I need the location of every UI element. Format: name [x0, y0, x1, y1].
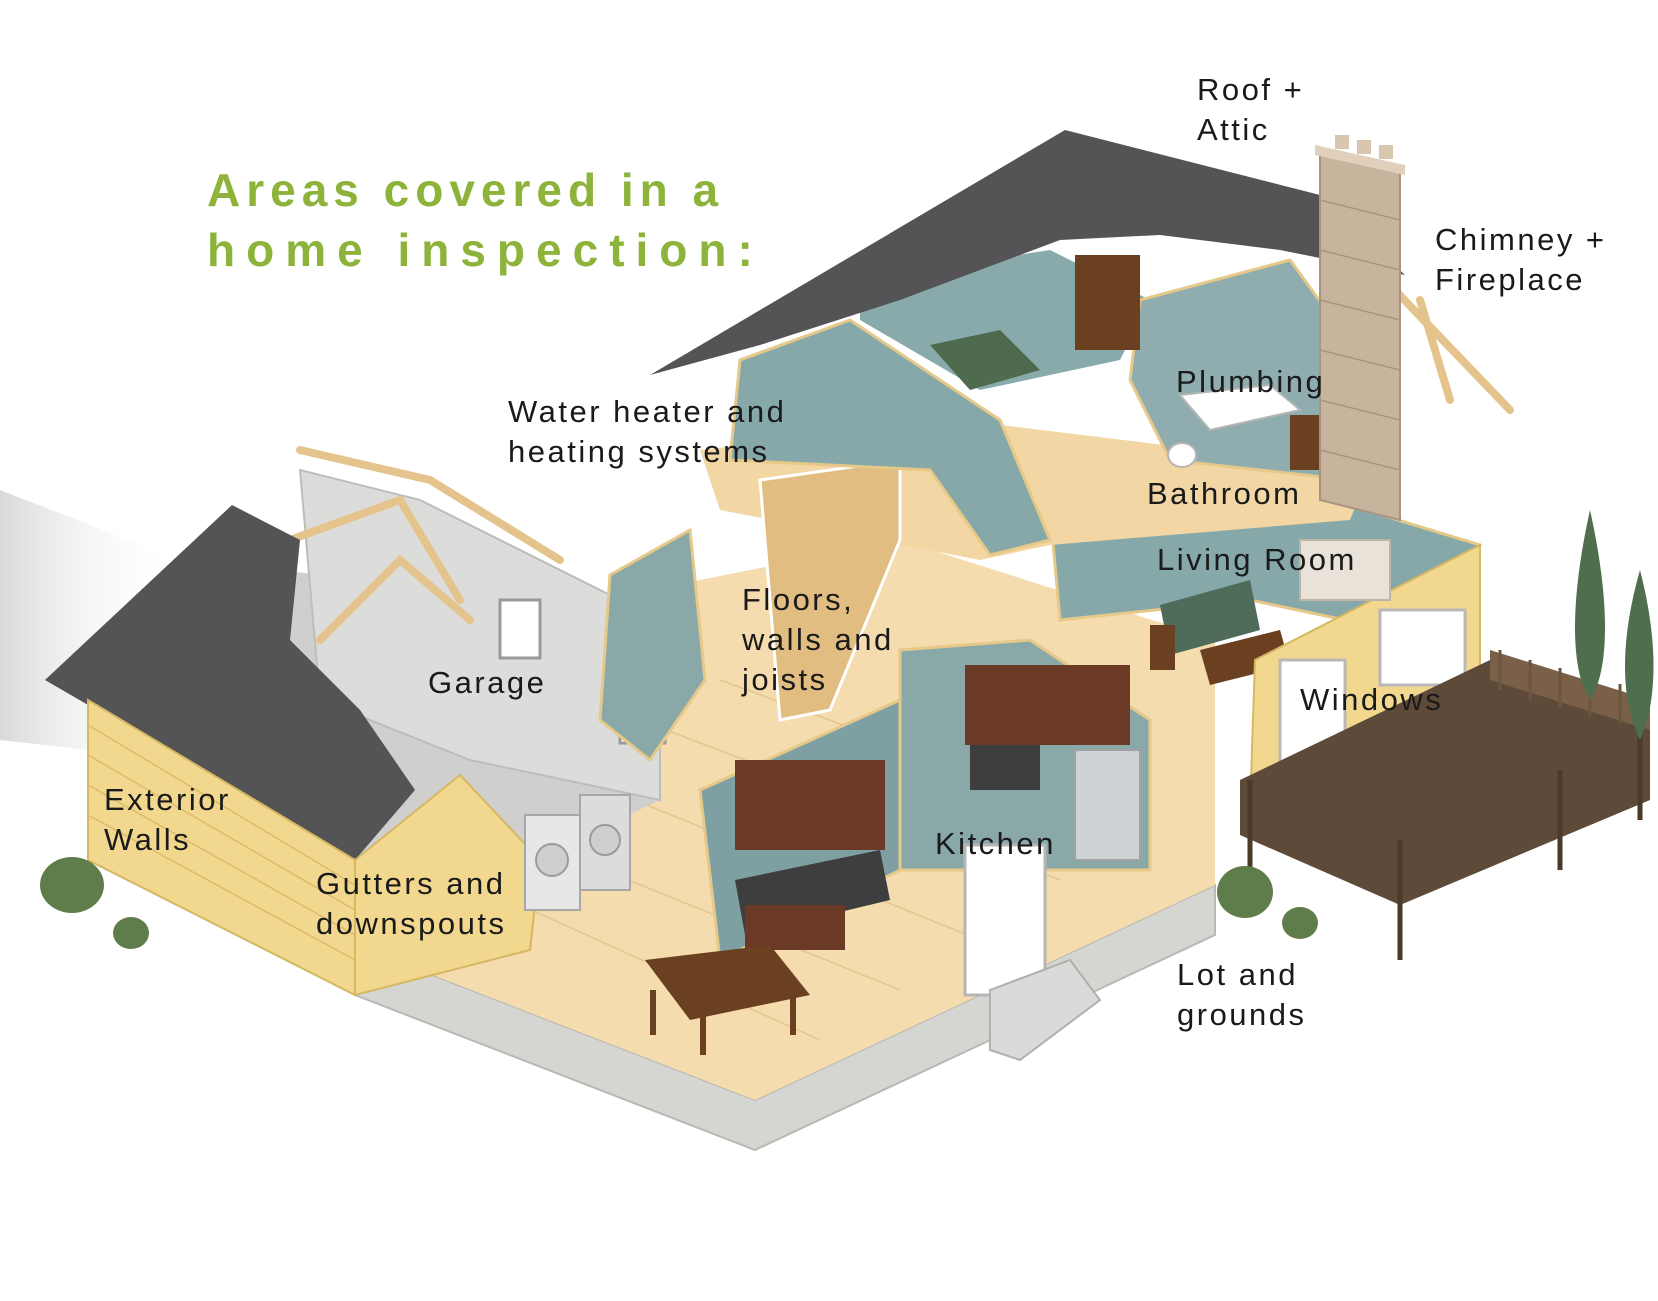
dresser — [1075, 255, 1140, 350]
label-roof-attic: Roof + Attic — [1197, 72, 1305, 147]
dining-table — [645, 945, 810, 1055]
title-line-1: Areas covered in a — [207, 164, 725, 216]
label-gutters-downspouts: Gutters and downspouts — [316, 866, 507, 941]
tree-1 — [1575, 510, 1605, 700]
chimney — [1315, 135, 1405, 522]
label-exterior-walls: Exterior Walls — [104, 782, 231, 857]
bed — [930, 330, 1040, 390]
sofa — [1150, 580, 1260, 670]
deck — [1240, 650, 1650, 960]
shrub-2 — [113, 917, 149, 949]
label-lot-grounds: Lot and grounds — [1177, 957, 1307, 1032]
tree-2 — [1625, 570, 1654, 740]
label-chimney-fireplace: Chimney + Fireplace — [1435, 222, 1607, 297]
label-water-heater: Water heater and heating systems — [508, 394, 787, 469]
front-steps — [989, 958, 1102, 1062]
label-garage: Garage — [428, 665, 547, 700]
coffee-table — [1200, 630, 1290, 685]
shrub-4 — [1282, 907, 1318, 939]
label-plumbing: Plumbing — [1176, 364, 1326, 399]
label-windows: Windows — [1300, 682, 1444, 717]
toilet — [1167, 442, 1197, 468]
shrub-3 — [1217, 866, 1273, 918]
label-floors-walls-joists: Floors, walls and joists — [742, 582, 894, 697]
interior-wall-left — [598, 527, 707, 763]
kitchen-door — [963, 843, 1047, 997]
label-kitchen: Kitchen — [935, 826, 1056, 861]
main-roof — [650, 130, 1405, 375]
garage-roof — [45, 505, 415, 860]
upper-wall-left — [728, 318, 1053, 557]
title-line-2: home inspection: — [207, 224, 764, 276]
bathtub — [1178, 383, 1303, 432]
label-living-room: Living Room — [1157, 542, 1357, 577]
fireplace — [1299, 539, 1391, 601]
garage-window — [498, 598, 542, 660]
kitchen-cabinets — [735, 665, 1141, 950]
shrub-1 — [40, 857, 104, 913]
washer-dryer — [524, 794, 631, 911]
page-title: Areas covered in a home inspection: — [207, 160, 764, 280]
windows-pane-2 — [1378, 608, 1467, 687]
label-bathroom: Bathroom — [1147, 476, 1302, 511]
